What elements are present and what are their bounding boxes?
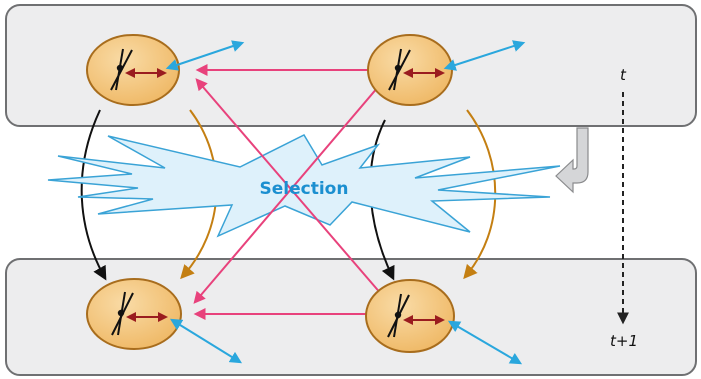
pink-link-diagonal-b xyxy=(193,78,386,304)
node-top-right xyxy=(367,34,453,106)
selection-label: Selection xyxy=(260,179,349,199)
time-label-t-plus-1: t+1 xyxy=(610,332,638,350)
blue-vector-top-left xyxy=(165,40,245,71)
black-arrow-left xyxy=(80,109,107,281)
node-bottom-right xyxy=(365,279,455,353)
blue-vector-bottom-right xyxy=(447,320,523,365)
node-top-left xyxy=(86,34,180,106)
time-label-t: t xyxy=(620,66,627,84)
blue-vector-top-right xyxy=(443,40,526,71)
curved-down-left-arrow-icon xyxy=(555,127,589,194)
node-bottom-left xyxy=(86,278,182,350)
blue-vector-bottom-left xyxy=(169,318,243,364)
